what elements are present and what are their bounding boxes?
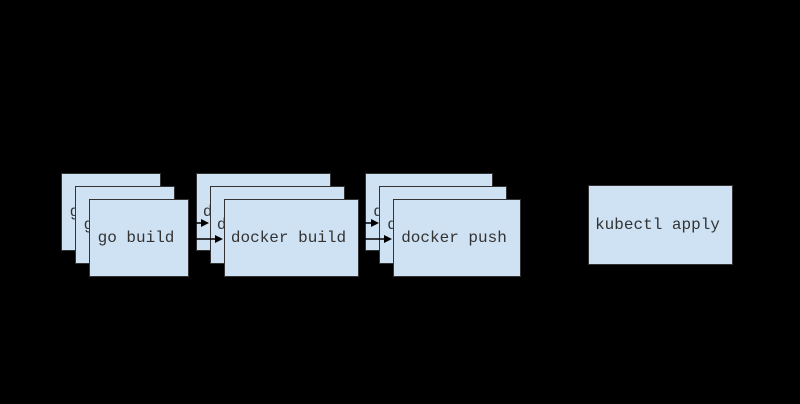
stack-layer-box: docker build [224,199,359,277]
box-label: go build [97,229,175,247]
box-label: kubectl apply [595,216,720,234]
process-box: kubectl apply [588,185,733,265]
box-label: docker build [230,229,347,247]
box-label: docker push [401,229,507,247]
stack-layer-box: go build [89,199,189,277]
stack-layer-box: docker push [393,199,521,277]
